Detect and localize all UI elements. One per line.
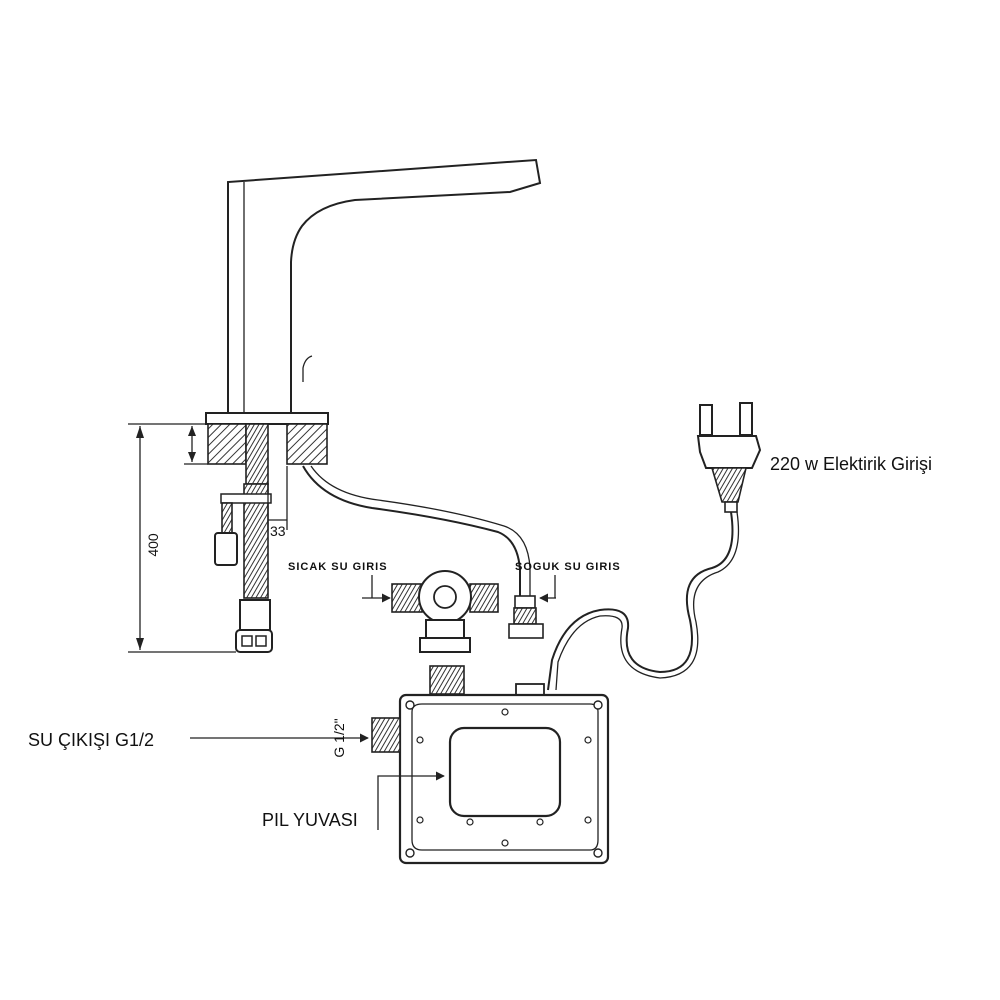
battery-slot-label: PIL YUVASI xyxy=(262,810,358,830)
plug-icon xyxy=(696,402,762,513)
hose-icon xyxy=(302,465,531,596)
dimension-height xyxy=(128,423,236,653)
width-dimension-label: 33 xyxy=(270,523,286,539)
water-outlet-label: SU ÇIKIŞI G1/2 xyxy=(28,730,154,750)
hot-inlet-label: SICAK SU GIRIS xyxy=(288,561,388,573)
cold-inlet-label: SOGUK SU GIRIS xyxy=(515,561,621,573)
faucet-icon xyxy=(205,158,542,653)
height-dimension-label: 400 xyxy=(145,533,161,557)
control-box-icon xyxy=(371,665,610,865)
electric-input-label: 220 w Elektirik Girişi xyxy=(770,454,932,474)
valve-icon xyxy=(391,570,544,653)
thread-spec-label: G 1/2" xyxy=(331,718,347,757)
power-cable xyxy=(547,511,740,691)
dimension-width xyxy=(267,466,288,530)
